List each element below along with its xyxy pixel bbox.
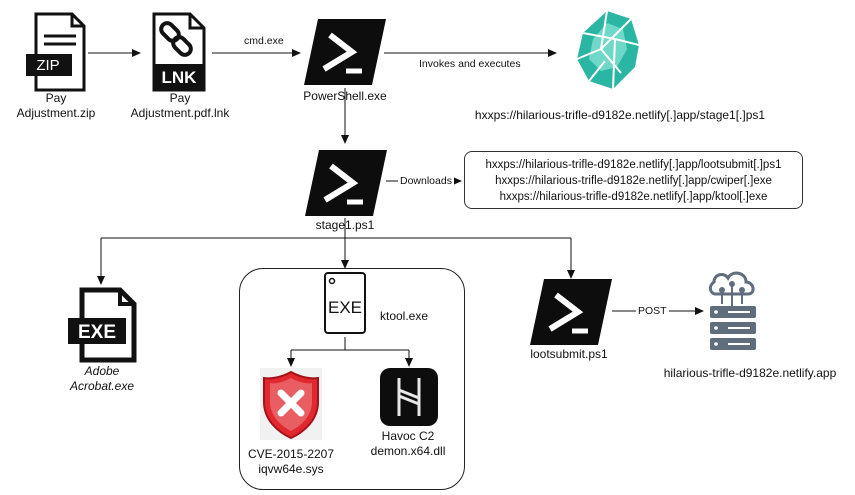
acrobat-node-label: Adobe Acrobat.exe [52, 364, 152, 394]
exe-badge-text: EXE [328, 298, 362, 317]
zip-label-line-1: Pay [45, 91, 67, 105]
download-url-3: hxxps://hilarious-trifle-d9182e.netlify[… [499, 191, 768, 203]
edge-stage1-branch [101, 218, 571, 239]
edge-label-post: POST [636, 305, 669, 317]
havoc-icon [380, 368, 438, 426]
cloud-server-icon [708, 271, 756, 350]
zip-node-label: Pay Adjustment.zip [6, 91, 106, 121]
server-node-label: hilarious-trifle-d9182e.netlify.app [663, 366, 837, 380]
cve-node-label: CVE-2015-2207 iqvw64e.sys [241, 447, 341, 477]
powershell-icon [305, 150, 387, 216]
lnk-label-line-1: Pay [169, 91, 191, 105]
edge-label-downloads: Downloads [398, 175, 454, 187]
lnk-file-icon: LNK [152, 12, 206, 92]
download-url-2: hxxps://hilarious-trifle-d9182e.netlify[… [495, 175, 772, 187]
zip-badge-text: ZIP [36, 57, 59, 74]
acrobat-label-line-2: Acrobat.exe [69, 379, 135, 393]
edge-ktool-branch [291, 337, 409, 351]
powershell-icon [530, 279, 612, 345]
ktool-group-box [239, 268, 465, 490]
powershell-icon [304, 19, 386, 85]
edge-label-cmd: cmd.exe [242, 35, 286, 47]
exe-file-icon: EXE [324, 272, 366, 334]
lootsubmit-node-label: lootsubmit.ps1 [530, 347, 608, 361]
ktool-node-label: ktool.exe [380, 309, 429, 323]
netlify-node-label: hxxps://hilarious-trifle-d9182e.netlify[… [474, 108, 766, 122]
acrobat-label-line-1: Adobe [84, 364, 120, 378]
stage1-node-label: stage1.ps1 [315, 218, 375, 232]
zip-file-icon: ZIP [26, 12, 86, 92]
netlify-icon [576, 10, 640, 90]
havoc-label-line-2: demon.x64.dll [370, 444, 446, 458]
cve-label-line-1: CVE-2015-2207 [247, 447, 335, 461]
havoc-label-line-1: Havoc C2 [381, 429, 435, 443]
havoc-node-label: Havoc C2 demon.x64.dll [358, 429, 458, 459]
error-shield-icon [260, 368, 322, 440]
exe-file-icon: EXE [68, 287, 137, 363]
chain-link-icon [159, 21, 193, 57]
edge-label-invokes: Invokes and executes [417, 58, 523, 70]
powershell-node-label: PowerShell.exe [303, 89, 387, 103]
exe-badge-text: EXE [78, 322, 116, 343]
lnk-node-label: Pay Adjustment.pdf.lnk [120, 91, 240, 121]
downloads-url-box: hxxps://hilarious-trifle-d9182e.netlify[… [464, 151, 803, 209]
cve-label-line-2: iqvw64e.sys [258, 462, 324, 476]
lnk-label-line-2: Adjustment.pdf.lnk [130, 106, 230, 120]
zip-label-line-2: Adjustment.zip [16, 106, 96, 120]
download-url-1: hxxps://hilarious-trifle-d9182e.netlify[… [485, 159, 782, 171]
lnk-badge-text: LNK [162, 68, 198, 87]
